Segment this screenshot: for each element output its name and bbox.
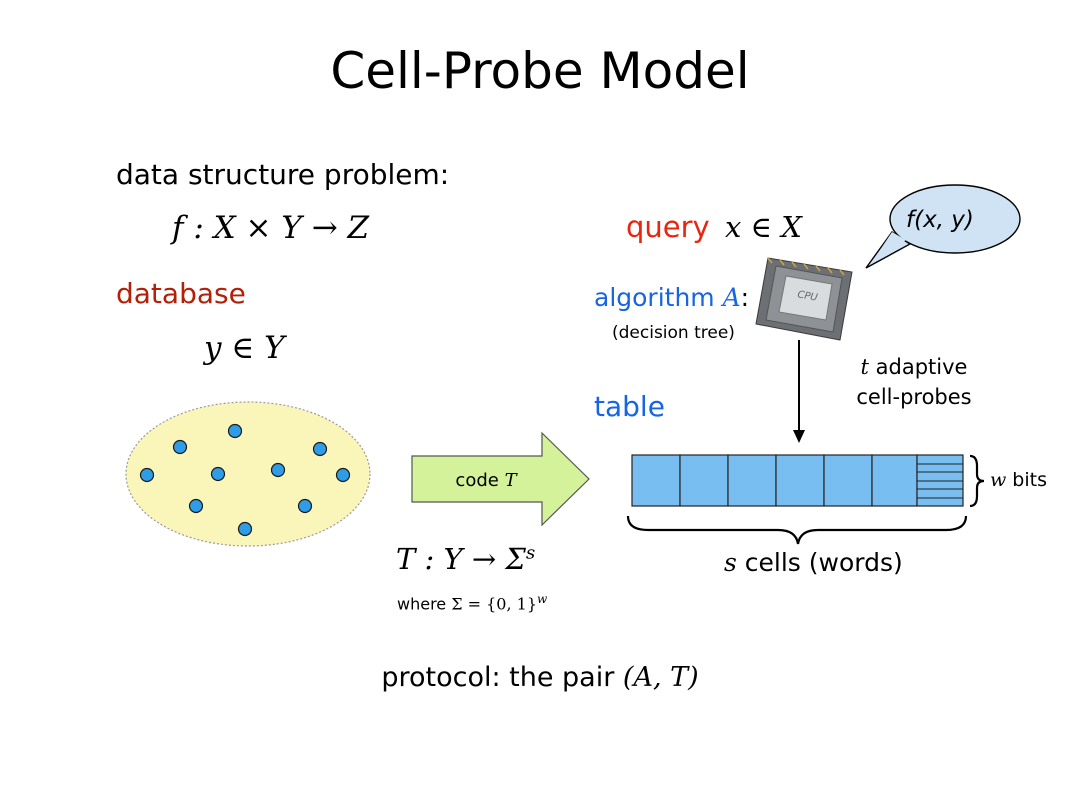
algorithm-symbol: A (722, 283, 741, 312)
probes-line-1: t adaptive (810, 352, 1018, 382)
table-cell (871, 454, 918, 507)
table-label: table (594, 390, 665, 423)
table-cell (679, 454, 729, 507)
probes-label: t adaptive cell-probes (810, 352, 1018, 412)
table-cell (727, 454, 777, 507)
algorithm-label: algorithm A: (594, 283, 749, 312)
w-symbol: w (990, 469, 1007, 491)
code-mapping-formula: T : Y → Σs (396, 542, 535, 576)
database-dots (139, 423, 351, 537)
protocol-label: protocol: the pair (A, T) (0, 662, 1080, 693)
database-dot (172, 439, 188, 455)
mapping-formula: T : Y → Σ (396, 542, 526, 576)
database-formula: y ∈ Y (204, 330, 285, 366)
where-word: where (397, 594, 452, 614)
code-arrow-label: code T (455, 470, 518, 491)
probes-line-2: cell-probes (856, 385, 972, 409)
where-sup: w (537, 592, 548, 606)
table-cell (823, 454, 873, 507)
bubble-body (889, 184, 1021, 254)
problem-label: data structure problem: (116, 158, 450, 191)
code-word: code (455, 470, 504, 491)
bit-lines (917, 463, 963, 499)
w-unit: bits (1006, 469, 1047, 491)
query-label: query x ∈ X (626, 210, 802, 244)
bubble-text: f(x, y) (906, 207, 974, 233)
protocol-text: protocol: the pair (381, 662, 623, 693)
protocol-pair: (A, T) (622, 662, 699, 693)
database-dot (312, 441, 328, 457)
cell-count-label: s cells (words) (724, 548, 903, 577)
algorithm-colon: : (740, 283, 750, 312)
table-cell (775, 454, 825, 507)
database-dot (335, 467, 351, 483)
database-dot (210, 466, 226, 482)
code-arrow (411, 431, 590, 527)
result-bubble (865, 184, 1021, 269)
slide-title: Cell-Probe Model (330, 42, 750, 100)
probe-arrow-head (793, 430, 805, 443)
s-symbol: s (724, 548, 737, 577)
query-formula: x ∈ X (724, 210, 802, 244)
table-cell (631, 454, 681, 507)
database-label: database (116, 277, 246, 310)
cpu-chip-label: CPU (796, 289, 819, 303)
word-size-label: w bits (990, 469, 1047, 491)
database-dot (227, 423, 243, 439)
query-word: query (626, 210, 710, 244)
w-bits-brace (969, 454, 985, 508)
cell-count-text: cells (words) (736, 548, 903, 577)
decision-tree-note: (decision tree) (612, 323, 735, 343)
database-dot (297, 498, 313, 514)
s-cells-brace (626, 515, 968, 545)
database-dot (188, 498, 204, 514)
memory-table (631, 454, 964, 507)
alphabet-definition: where Σ = {0, 1}w (397, 592, 547, 613)
database-dot (237, 521, 253, 537)
cpu-icon: CPU (755, 257, 853, 341)
mapping-sup: s (525, 542, 536, 564)
probes-symbol: t (860, 355, 869, 379)
database-dot (139, 467, 155, 483)
algorithm-word: algorithm (594, 283, 715, 312)
problem-formula: f : X × Y → Z (172, 210, 370, 246)
database-dot (270, 462, 286, 478)
probes-line-1-text: adaptive (868, 355, 968, 379)
code-symbol: T (505, 470, 519, 491)
where-formula: Σ = {0, 1} (451, 594, 538, 614)
